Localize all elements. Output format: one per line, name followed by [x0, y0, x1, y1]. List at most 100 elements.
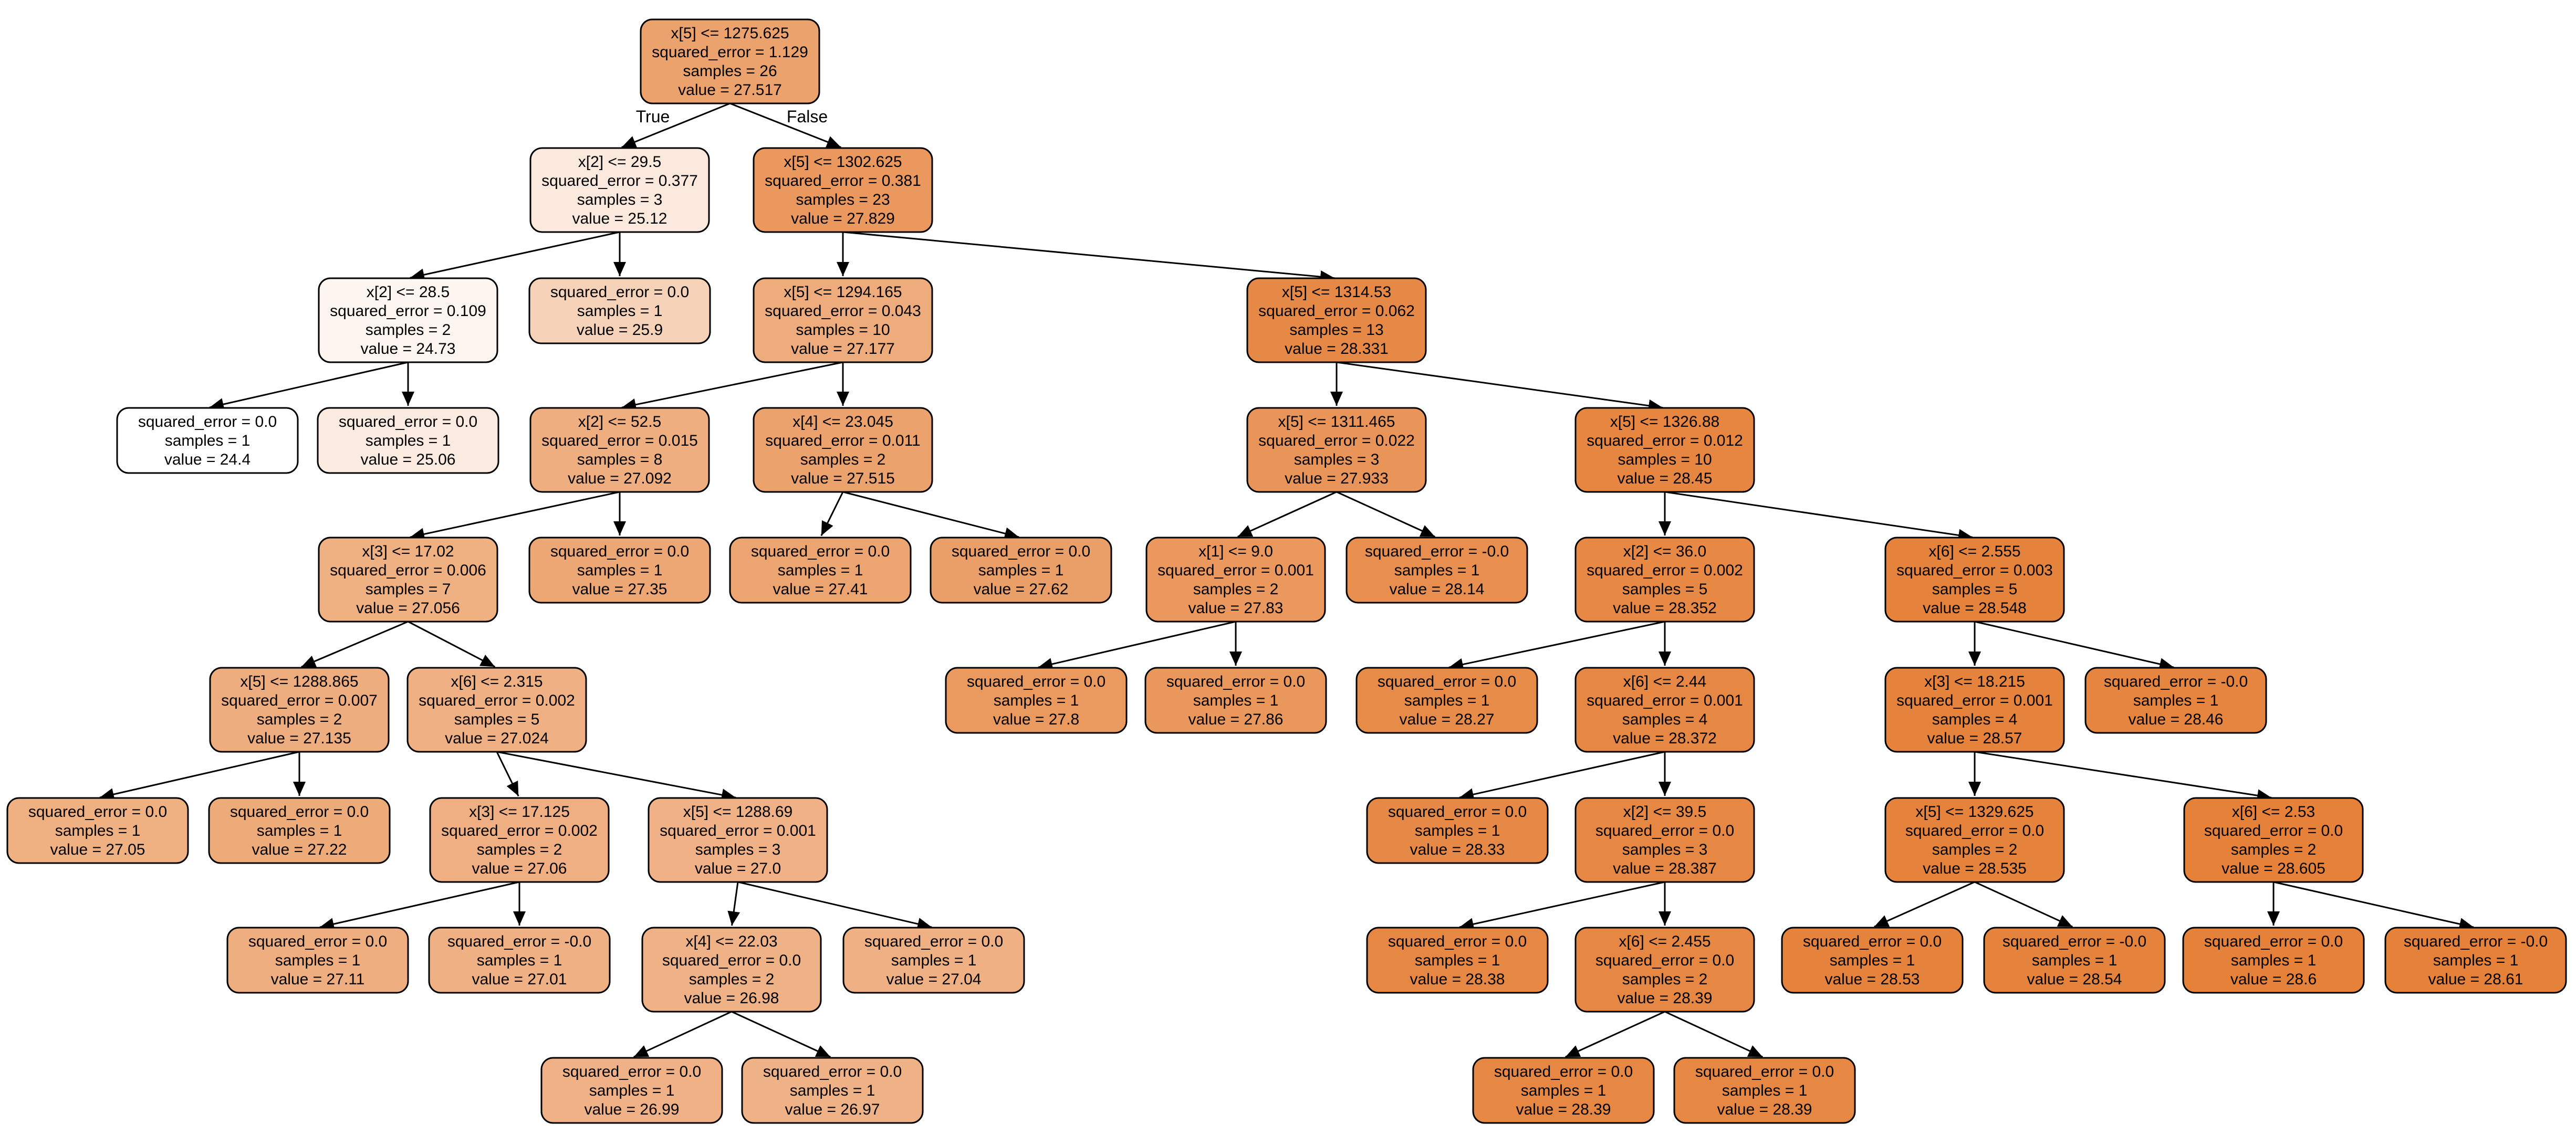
node-line: value = 27.06 — [472, 860, 567, 877]
node-box — [116, 407, 299, 474]
node-line: samples = 2 — [1932, 841, 2018, 858]
node-line: squared_error = 0.002 — [441, 822, 598, 839]
edge-17-19 — [319, 881, 520, 930]
node-line: value = 27.829 — [791, 210, 895, 227]
node-line: samples = 1 — [1415, 822, 1500, 839]
node-line: squared_error = 0.0 — [562, 1063, 701, 1080]
edge-7-9 — [621, 361, 843, 411]
node-line: squared_error = 0.0 — [550, 283, 689, 301]
node-line: squared_error = 0.0 — [550, 543, 689, 560]
node-line: samples = 3 — [577, 191, 663, 208]
node-line: value = 28.38 — [1410, 971, 1505, 988]
node-line: value = 28.39 — [1618, 990, 1713, 1007]
edge-38-39 — [1459, 881, 1665, 931]
node-line: x[6] <= 2.315 — [451, 673, 543, 690]
node-box — [226, 927, 409, 994]
node-line: samples = 3 — [1622, 841, 1708, 858]
edge-label-true: True — [636, 107, 670, 126]
node-line: squared_error = 0.0 — [2204, 933, 2343, 950]
edge-11-13 — [301, 621, 409, 668]
node-line: samples = 1 — [257, 822, 342, 839]
node-line: x[5] <= 1288.69 — [683, 803, 793, 821]
node-line: x[5] <= 1314.53 — [1282, 283, 1392, 301]
node-line: value = 28.33 — [1410, 841, 1505, 858]
node-box — [429, 797, 610, 883]
node-line: squared_error = 0.003 — [1896, 562, 2053, 579]
node-line: squared_error = 0.0 — [1595, 822, 1734, 839]
node-line: squared_error = 0.0 — [1388, 803, 1527, 821]
edge-9-11 — [410, 491, 620, 541]
node-line: x[5] <= 1326.88 — [1610, 413, 1720, 430]
node-line: value = 24.4 — [164, 451, 251, 468]
node-line: value = 27.83 — [1188, 600, 1284, 617]
edge-labels-layer: True False — [636, 107, 828, 126]
node-line: value = 28.57 — [1927, 730, 2022, 747]
node-line: samples = 1 — [1521, 1082, 1607, 1099]
edge-13-15 — [99, 751, 300, 801]
node-line: x[3] <= 18.215 — [1924, 673, 2025, 690]
node-box — [729, 537, 912, 604]
node-line: x[4] <= 22.03 — [685, 933, 777, 950]
node-line: x[5] <= 1311.465 — [1278, 413, 1395, 430]
node-line: value = 25.9 — [577, 321, 663, 339]
node-line: squared_error = 0.0 — [1494, 1063, 1633, 1080]
node-line: samples = 3 — [695, 841, 781, 858]
node-box — [1574, 797, 1755, 883]
node-line: samples = 1 — [1415, 952, 1500, 969]
edge-14-18 — [496, 751, 736, 801]
node-box — [1366, 797, 1549, 864]
node-box — [753, 407, 933, 493]
node-line: x[3] <= 17.125 — [469, 803, 570, 821]
node-line: value = 28.54 — [2027, 971, 2122, 988]
node-line: squared_error = 0.0 — [662, 952, 801, 969]
node-line: x[3] <= 17.02 — [362, 543, 454, 560]
node-line: squared_error = 0.0 — [1905, 822, 2044, 839]
node-box — [318, 537, 498, 623]
edge-43-46 — [1974, 751, 2272, 802]
node-line: x[2] <= 39.5 — [1623, 803, 1706, 821]
node-line: value = 27.177 — [791, 340, 895, 358]
node-line: samples = 2 — [366, 321, 451, 339]
node-box — [741, 1057, 924, 1124]
node-line: squared_error = 0.002 — [1587, 562, 1743, 579]
edge-27-30 — [1336, 491, 1435, 538]
node-line: samples = 1 — [994, 692, 1079, 709]
node-line: squared_error = 0.007 — [221, 692, 378, 709]
node-box — [1884, 667, 2065, 753]
node-line: samples = 1 — [891, 952, 977, 969]
node-line: squared_error = 0.062 — [1258, 302, 1415, 320]
node-line: squared_error = 0.0 — [2204, 822, 2343, 839]
edge-3-5 — [209, 361, 409, 411]
node-line: value = 28.535 — [1923, 860, 2027, 877]
edge-label-false: False — [787, 107, 828, 126]
node-box — [428, 927, 611, 994]
node-line: squared_error = 0.0 — [28, 803, 167, 821]
node-line: value = 27.11 — [271, 971, 365, 988]
node-line: squared_error = 0.022 — [1258, 432, 1415, 449]
node-box — [208, 797, 391, 864]
node-line: value = 27.41 — [773, 581, 868, 598]
node-line: x[5] <= 1329.625 — [1915, 803, 2033, 821]
node-line: samples = 1 — [1193, 692, 1279, 709]
node-line: squared_error = 0.0 — [1695, 1063, 1834, 1080]
edge-1-3 — [410, 231, 620, 281]
node-line: samples = 1 — [2433, 952, 2519, 969]
node-line: x[6] <= 2.555 — [1928, 543, 2020, 560]
node-box — [1574, 667, 1755, 753]
node-box — [1781, 927, 1964, 994]
